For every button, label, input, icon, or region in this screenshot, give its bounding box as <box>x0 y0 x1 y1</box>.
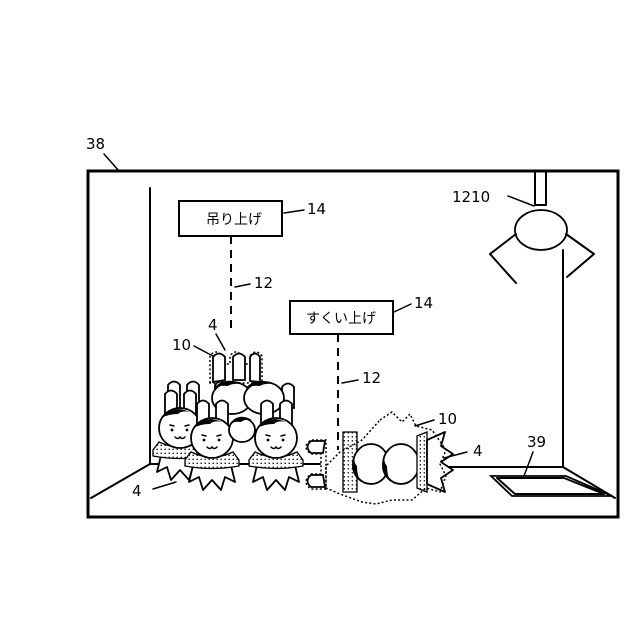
ref-exit: 39 <box>527 433 546 451</box>
ref-tag-10-a: 10 <box>172 336 191 354</box>
ref-line-12-b: 12 <box>362 369 381 387</box>
label-lift: 吊り上げ <box>206 212 262 228</box>
ref-line-12-a: 12 <box>254 274 273 292</box>
prize-lying <box>306 432 453 492</box>
prize-top <box>213 354 260 383</box>
prize-front-center <box>229 417 255 442</box>
ref-prize-4-top: 4 <box>208 316 218 334</box>
ref-prize-4-left: 4 <box>132 482 142 500</box>
ref-arm: 1210 <box>452 188 490 206</box>
ref-machine: 38 <box>86 135 105 153</box>
ref-prize-4-right: 4 <box>473 442 483 460</box>
ref-tag-10-b: 10 <box>438 410 457 428</box>
ref-label-14-b: 14 <box>414 294 433 312</box>
crane-arm <box>490 171 594 283</box>
ref-label-14-a: 14 <box>307 200 326 218</box>
label-scoop: すくい上げ <box>306 311 376 327</box>
